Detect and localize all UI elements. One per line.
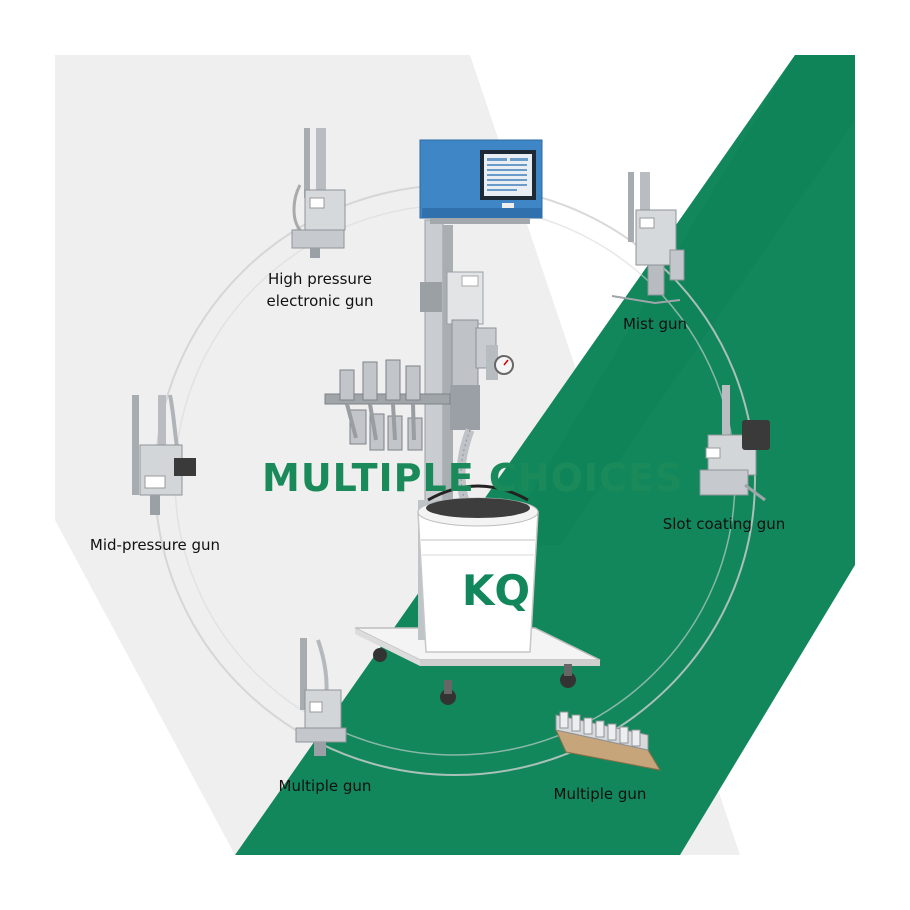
bucket-logo-kq: KQ	[462, 566, 530, 615]
green-diagonal-band	[235, 55, 855, 855]
caster-wheel	[373, 648, 387, 662]
multiple-gun-right-image	[555, 711, 662, 771]
central-dispensing-machine: KQ	[324, 139, 601, 705]
material-bucket	[417, 484, 539, 653]
high-pressure-electronic-gun-image	[291, 128, 346, 258]
label-slot-coating-gun: Slot coating gun	[662, 515, 786, 533]
label-multiple-gun-right: Multiple gun	[553, 785, 647, 803]
label-mid-pressure-gun: Mid-pressure gun	[89, 536, 221, 554]
mist-gun-image	[611, 172, 685, 305]
headline-multiple-choices: MULTIPLE CHOICES	[262, 456, 684, 500]
label-line-2: electronic gun	[266, 292, 374, 310]
mid-pressure-gun-image	[132, 394, 196, 515]
label-line-1: High pressure	[267, 270, 373, 288]
multiple-gun-left-image	[295, 638, 347, 756]
label-high-pressure-gun: High pressure electronic gun	[240, 268, 400, 312]
label-multiple-gun-left: Multiple gun	[278, 777, 372, 795]
label-mist-gun: Mist gun	[622, 315, 688, 333]
slot-coating-gun-image	[699, 385, 770, 502]
